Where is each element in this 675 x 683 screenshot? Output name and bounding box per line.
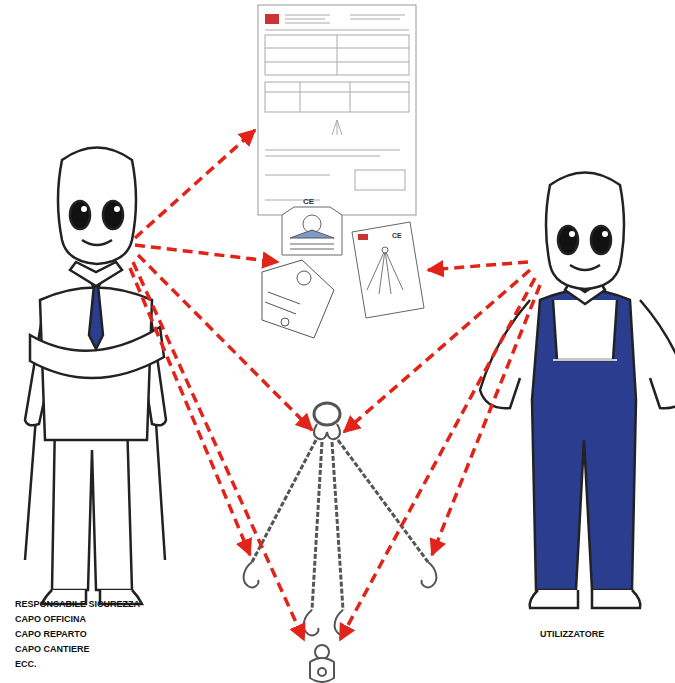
instruction-card xyxy=(352,222,424,318)
manager-figure xyxy=(25,148,166,605)
lifting-hook xyxy=(310,645,334,682)
user-label: UTILIZZATORE xyxy=(540,630,604,639)
ce-mark: CE xyxy=(303,198,314,206)
role-label: CAPO OFFICINA xyxy=(15,615,86,624)
ce-mark: CE xyxy=(392,232,402,239)
role-label: ECC. xyxy=(15,660,37,669)
worker-figure xyxy=(480,173,675,609)
dashed-arrows xyxy=(130,130,540,640)
role-label: CAPO REPARTO xyxy=(15,630,87,639)
chain-sling xyxy=(244,403,437,635)
role-label: RESPONSABILE SICUREZZA xyxy=(15,600,140,609)
identification-tag xyxy=(282,207,342,255)
metal-tag xyxy=(262,260,334,338)
certificate-document xyxy=(258,5,416,215)
role-label: CAPO CANTIERE xyxy=(15,645,90,654)
